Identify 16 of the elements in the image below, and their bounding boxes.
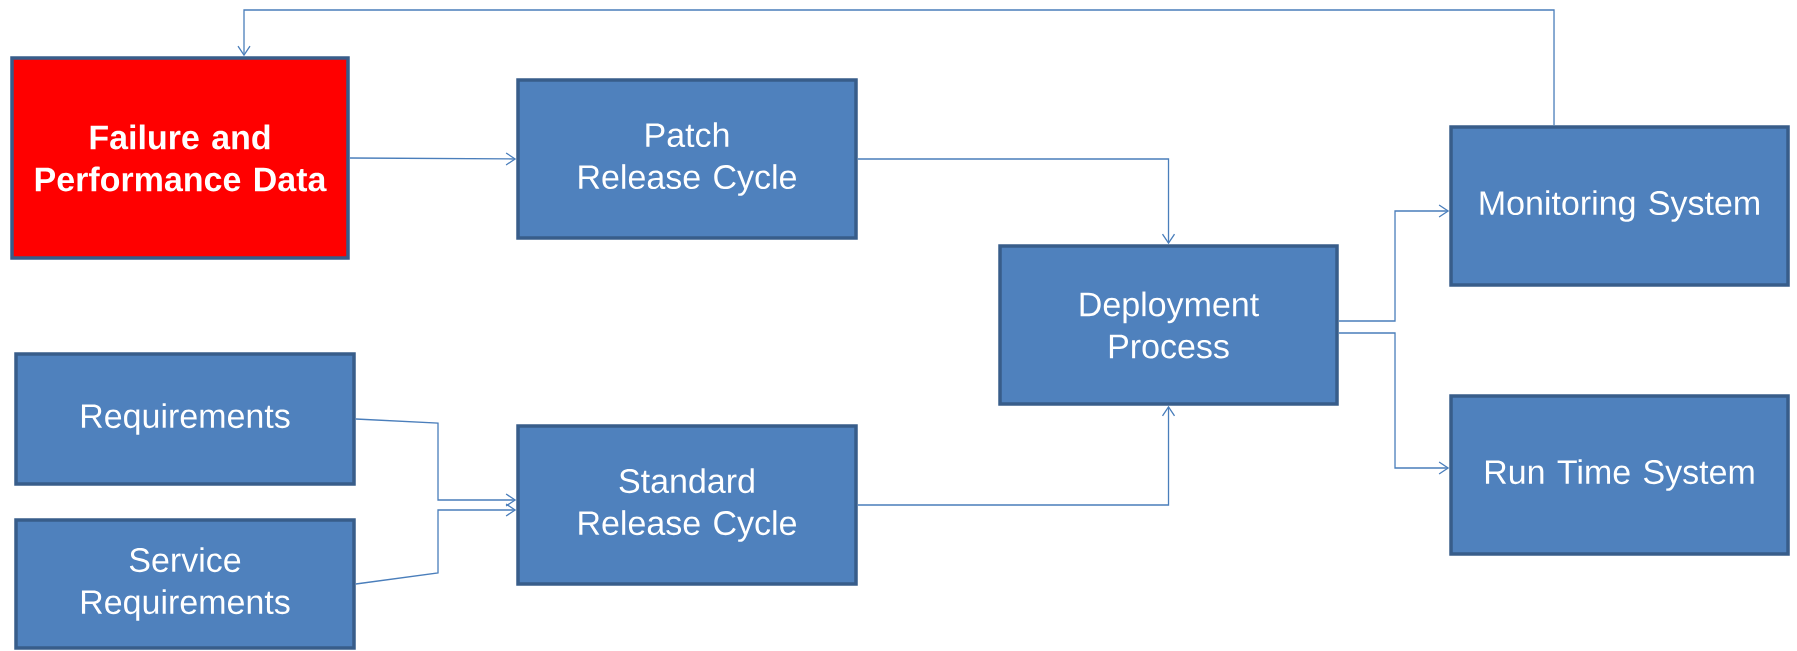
arrow [1338, 332, 1450, 475]
arrow [1338, 204, 1450, 322]
process-box: Patch Release Cycle [516, 78, 858, 240]
arrow [857, 158, 1176, 245]
process-box: Monitoring System [1449, 125, 1790, 287]
arrow [355, 418, 517, 507]
arrow [237, 9, 1555, 126]
process-box: Failure and Performance Data [10, 56, 350, 260]
arrow [857, 405, 1176, 506]
arrow [349, 152, 517, 166]
process-box: Deployment Process [998, 244, 1339, 406]
process-box: Requirements [14, 352, 356, 486]
arrow [355, 503, 517, 585]
process-box: Run Time System [1449, 394, 1790, 556]
process-box: Service Requirements [14, 518, 356, 650]
process-box: Standard Release Cycle [516, 424, 858, 586]
